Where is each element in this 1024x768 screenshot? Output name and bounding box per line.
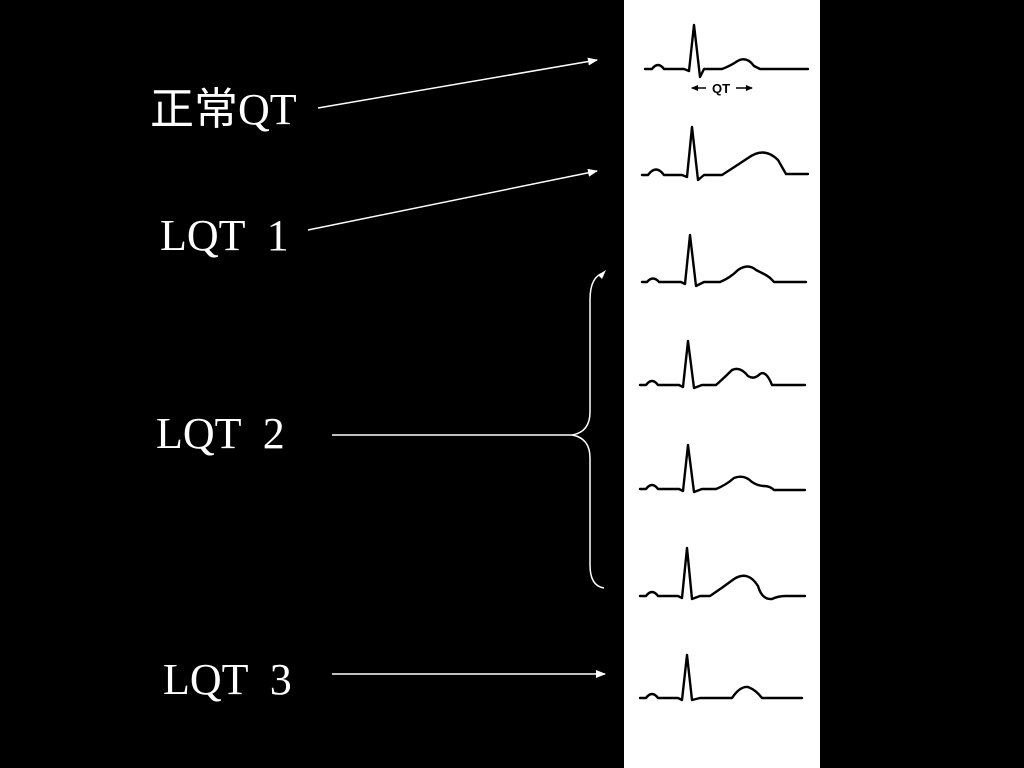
- ecg-trace-lqt2-d: [638, 546, 807, 601]
- ecg-trace-normal: [643, 23, 810, 79]
- label-normal-qt: 正常QT: [150, 85, 297, 134]
- ecg-trace-lqt2-c: [638, 443, 807, 494]
- brace-tip-arrow-icon: [598, 270, 606, 279]
- ecg-trace-lqt2-b: [638, 339, 807, 390]
- ecg-trace-lqt1: [640, 125, 810, 182]
- label-lqt2: LQT 2: [156, 409, 285, 458]
- arrow-normal-qt: [317, 57, 598, 109]
- qt-marker-label: QT: [712, 81, 730, 96]
- brace-lqt2: [571, 272, 605, 589]
- label-lqt1: LQT 1: [160, 211, 289, 260]
- label-lqt3: LQT 3: [163, 655, 292, 704]
- arrow-lqt1: [307, 168, 598, 231]
- ecg-trace-lqt2-a: [640, 233, 808, 288]
- ecg-trace-lqt3: [638, 653, 804, 702]
